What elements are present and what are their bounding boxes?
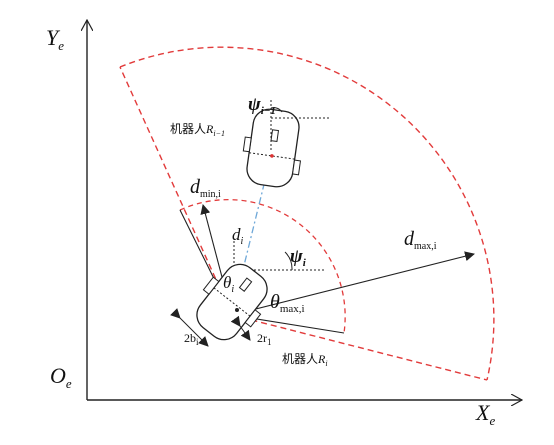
robot-prev-body [242, 108, 302, 188]
origin-label: Oe [50, 363, 72, 391]
psi-prev-label: ψi−1 [248, 94, 276, 117]
d-max-arrow [231, 251, 475, 316]
psi-prev-arc [270, 107, 283, 113]
wheel-radius-label: 2r1 [257, 331, 272, 347]
theta-max-label: θmax,i [270, 291, 305, 315]
wheel-dimension-line [230, 315, 251, 341]
theta-i-label: θi [223, 273, 234, 295]
robot-prev-label: 机器人Ri−1 [170, 122, 225, 138]
max-range-sector [119, 46, 495, 381]
d-min-label: dmin,i [190, 176, 221, 200]
cur-robot-center [235, 308, 239, 312]
psi-i-arc [284, 251, 293, 271]
d-max-label: dmax,i [404, 228, 437, 252]
d-i-label: di [232, 225, 244, 247]
x-axis-label: Xe [475, 400, 495, 428]
psi-i-label: ψi [290, 246, 307, 269]
robot-cur-body [196, 263, 268, 341]
y-axis-label: Ye [46, 25, 64, 53]
robot-cur-label: 机器人Ri [282, 352, 328, 368]
width-label: 2bi [184, 331, 199, 347]
width-dimension-line [170, 308, 209, 347]
